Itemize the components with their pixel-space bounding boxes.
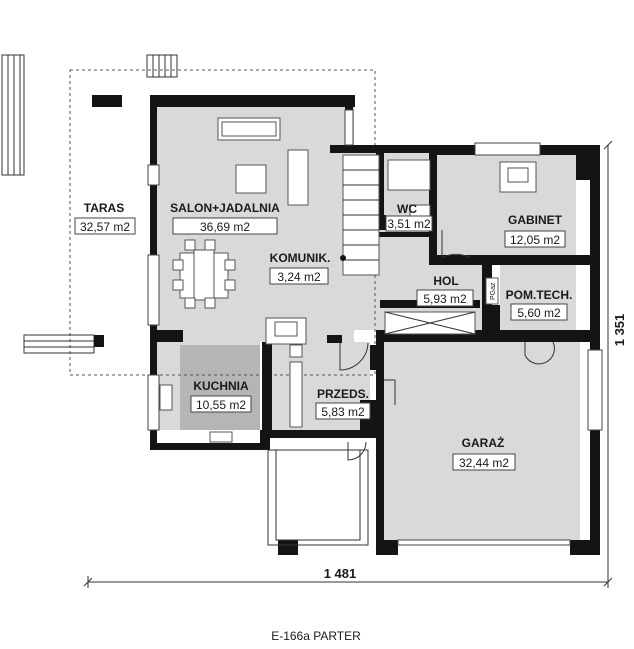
svg-text:GARAŻ: GARAŻ bbox=[462, 435, 505, 450]
svg-text:12,05 m2: 12,05 m2 bbox=[510, 233, 560, 247]
room-komunik: KOMUNIK. 3,24 m2 bbox=[269, 251, 331, 285]
terrace-post-top bbox=[92, 95, 122, 107]
room-garaz: GARAŻ 32,44 m2 bbox=[452, 435, 516, 471]
dimension-depth-label: 1 351 bbox=[612, 314, 627, 347]
stairs bbox=[340, 154, 380, 276]
dimension-depth: 1 351 bbox=[603, 140, 627, 582]
svg-text:GABINET: GABINET bbox=[508, 213, 563, 227]
room-pom-tech: POM.TECH. 5,60 m2 bbox=[506, 288, 573, 321]
svg-text:3,24 m2: 3,24 m2 bbox=[277, 270, 321, 284]
svg-text:5,93 m2: 5,93 m2 bbox=[423, 292, 467, 306]
kitchen-island bbox=[180, 345, 260, 430]
svg-text:KOMUNIK.: KOMUNIK. bbox=[270, 251, 331, 265]
svg-text:HOL: HOL bbox=[433, 274, 458, 288]
room-wc: WC 3,51 m2 bbox=[385, 202, 433, 232]
tech-floor bbox=[500, 265, 576, 335]
room-salon: SALON+JADALNIA 36,69 m2 bbox=[170, 201, 280, 235]
pergola-left bbox=[1, 54, 25, 176]
svg-text:KUCHNIA: KUCHNIA bbox=[193, 379, 249, 393]
plan-caption: E-166a PARTER bbox=[271, 629, 361, 643]
svg-text:WC: WC bbox=[397, 202, 417, 216]
svg-text:POM.TECH.: POM.TECH. bbox=[506, 288, 573, 302]
room-przeds: PRZEDS. 5,83 m2 bbox=[315, 387, 371, 420]
dimension-width-label: 1 481 bbox=[324, 566, 357, 581]
room-hol: HOL 5,93 m2 bbox=[416, 274, 474, 307]
terrace-post-bottom bbox=[94, 335, 104, 347]
svg-text:32,57 m2: 32,57 m2 bbox=[80, 220, 130, 234]
dimension-width: 1 481 bbox=[83, 566, 613, 588]
room-labels: TARAS 32,57 m2 SALON+JADALNIA 36,69 m2 W… bbox=[74, 201, 573, 471]
svg-text:PRZEDS.: PRZEDS. bbox=[317, 387, 369, 401]
svg-text:5,83 m2: 5,83 m2 bbox=[321, 405, 365, 419]
boiler-label: PGaz bbox=[490, 282, 497, 300]
room-gabinet: GABINET 12,05 m2 bbox=[504, 213, 566, 248]
svg-text:36,69 m2: 36,69 m2 bbox=[200, 220, 250, 234]
pergola-top bbox=[146, 54, 178, 78]
svg-text:3,51 m2: 3,51 m2 bbox=[387, 217, 431, 231]
svg-text:TARAS: TARAS bbox=[84, 201, 124, 215]
svg-text:5,60 m2: 5,60 m2 bbox=[517, 306, 561, 320]
pergola-bottom bbox=[23, 334, 95, 354]
svg-text:32,44 m2: 32,44 m2 bbox=[459, 456, 509, 470]
garage-floor bbox=[384, 342, 580, 540]
windows bbox=[147, 109, 603, 546]
doors bbox=[267, 230, 555, 546]
room-kuchnia: KUCHNIA 10,55 m2 bbox=[190, 379, 252, 413]
svg-text:SALON+JADALNIA: SALON+JADALNIA bbox=[170, 201, 280, 215]
svg-text:10,55 m2: 10,55 m2 bbox=[196, 398, 246, 412]
room-taras: TARAS 32,57 m2 bbox=[74, 201, 136, 235]
